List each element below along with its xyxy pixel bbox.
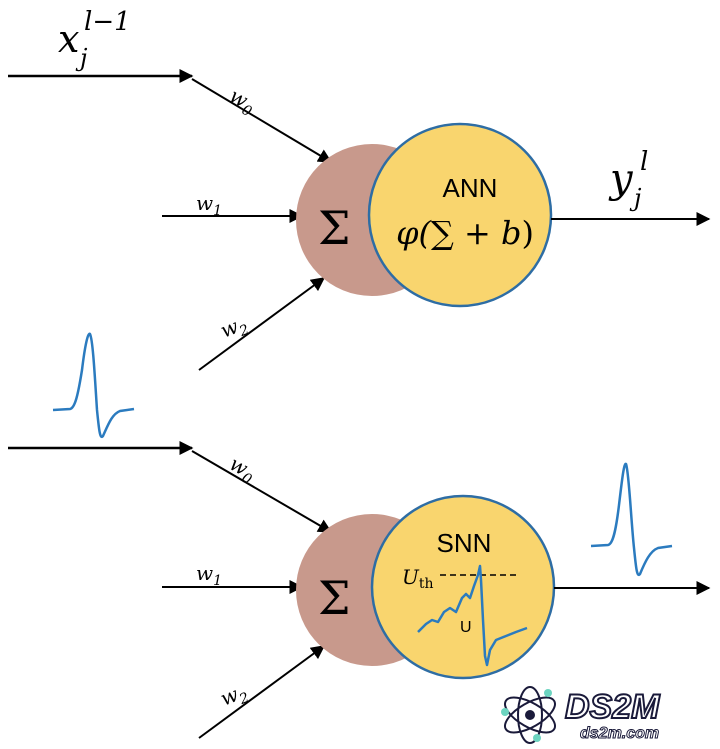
- ann-activation-node: [367, 122, 553, 308]
- weight-arrow-w2-bottom: [198, 645, 326, 739]
- snn-label: SNN: [437, 528, 492, 558]
- output-variable: y: [608, 156, 634, 202]
- membrane-potential-label: U: [460, 619, 472, 636]
- weight-arrow-w0-bottom: [191, 450, 333, 533]
- weight-arrow-w2-top: [198, 277, 326, 371]
- output-spike-waveform: [590, 462, 673, 577]
- weight-label-w1-bottom: w1: [196, 561, 222, 589]
- output-variable-superscript: l: [640, 147, 648, 177]
- membrane-potential-trace: [417, 564, 528, 667]
- weight-label-w2: w2: [217, 311, 252, 347]
- input-variable-superscript: l−1: [84, 7, 131, 37]
- watermark-logo: DS2M ds2m.com: [501, 686, 661, 744]
- watermark-logo-text: DS2M: [565, 688, 660, 726]
- watermark-url: ds2m.com: [580, 725, 659, 742]
- threshold-label: Uth: [402, 565, 434, 592]
- weight-label-w0: w0: [224, 83, 260, 120]
- ann-label: ANN: [443, 173, 498, 203]
- weight-label-w2-bottom: w2: [217, 679, 252, 715]
- ann-formula: φ(∑ + b): [396, 214, 534, 252]
- ann-neuron-group: x j l−1 w0 w1 w2 Σ ANN φ(∑ + b) y j l: [8, 7, 711, 371]
- snn-neuron-node: [370, 494, 556, 680]
- weight-arrow-w0-top: [191, 78, 333, 163]
- input-variable: x: [58, 17, 79, 61]
- weight-label-w0-bottom: w0: [224, 451, 260, 488]
- weight-label-w1: w1: [196, 191, 222, 219]
- summation-symbol-top: Σ: [318, 201, 351, 255]
- snn-neuron-group: w0 w1 w2 Σ SNN Uth U: [8, 332, 711, 739]
- summation-symbol-bottom: Σ: [318, 571, 351, 625]
- input-spike-waveform: [52, 332, 135, 439]
- atom-icon: [501, 686, 556, 744]
